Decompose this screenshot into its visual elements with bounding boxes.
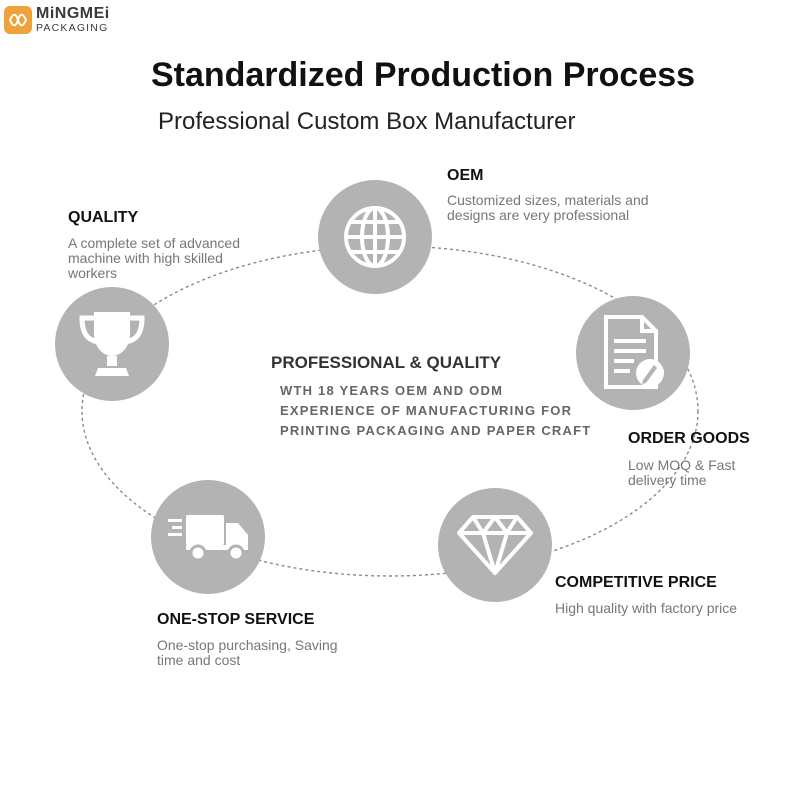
center-text-line: WTH 18 YEARS OEM AND ODM xyxy=(280,383,504,398)
quality-description-line: workers xyxy=(68,265,118,281)
one-stop-service-description-line: One-stop purchasing, Saving xyxy=(157,637,338,653)
order-goods-description-line: Low MOQ & Fast xyxy=(628,457,736,473)
center-title: PROFESSIONAL & QUALITY xyxy=(271,353,502,372)
document-edit-icon xyxy=(604,315,664,389)
brand-logo: MiNGMEi PACKAGING xyxy=(4,6,110,34)
one-stop-service-description: One-stop purchasing, Saving time and cos… xyxy=(157,638,338,668)
order-goods-description: Low MOQ & Fast delivery time xyxy=(628,458,735,488)
diamond-icon xyxy=(457,515,533,575)
oem-description-line: designs are very professional xyxy=(447,207,630,223)
page-title: Standardized Production Process xyxy=(150,56,696,94)
delivery-truck-icon xyxy=(168,515,248,562)
node-order-goods xyxy=(576,296,690,410)
competitive-price-title: COMPETITIVE PRICE xyxy=(555,574,717,591)
center-text-line: PRINTING PACKAGING AND PAPER CRAFT xyxy=(280,423,592,438)
oem-description: Customized sizes, materials and designs … xyxy=(447,193,649,223)
quality-title: QUALITY xyxy=(68,209,139,226)
brand-name: MiNGMEi xyxy=(36,5,110,23)
oem-description-line: Customized sizes, materials and xyxy=(447,192,649,208)
one-stop-service-description-line: time and cost xyxy=(157,652,241,668)
page-subtitle: Professional Custom Box Manufacturer xyxy=(158,108,576,135)
node-competitive-price xyxy=(438,488,552,602)
brand-mark-icon xyxy=(4,6,32,34)
quality-description-line: A complete set of advanced xyxy=(68,235,240,251)
center-text-line: EXPERIENCE OF MANUFACTURING FOR xyxy=(280,403,573,418)
one-stop-service-title: ONE-STOP SERVICE xyxy=(157,611,315,628)
brand-tagline: PACKAGING xyxy=(36,22,109,35)
node-one-stop-service xyxy=(151,480,265,594)
globe-icon xyxy=(344,206,406,268)
trophy-icon xyxy=(79,312,145,376)
competitive-price-description-line: High quality with factory price xyxy=(555,600,738,616)
order-goods-title: ORDER GOODS xyxy=(628,430,750,447)
competitive-price-description: High quality with factory price xyxy=(555,601,737,616)
oem-title: OEM xyxy=(447,167,484,184)
quality-description: A complete set of advanced machine with … xyxy=(68,236,240,281)
quality-description-line: machine with high skilled xyxy=(68,250,223,266)
node-oem xyxy=(318,180,432,294)
node-quality xyxy=(55,287,169,401)
order-goods-description-line: delivery time xyxy=(628,472,707,488)
